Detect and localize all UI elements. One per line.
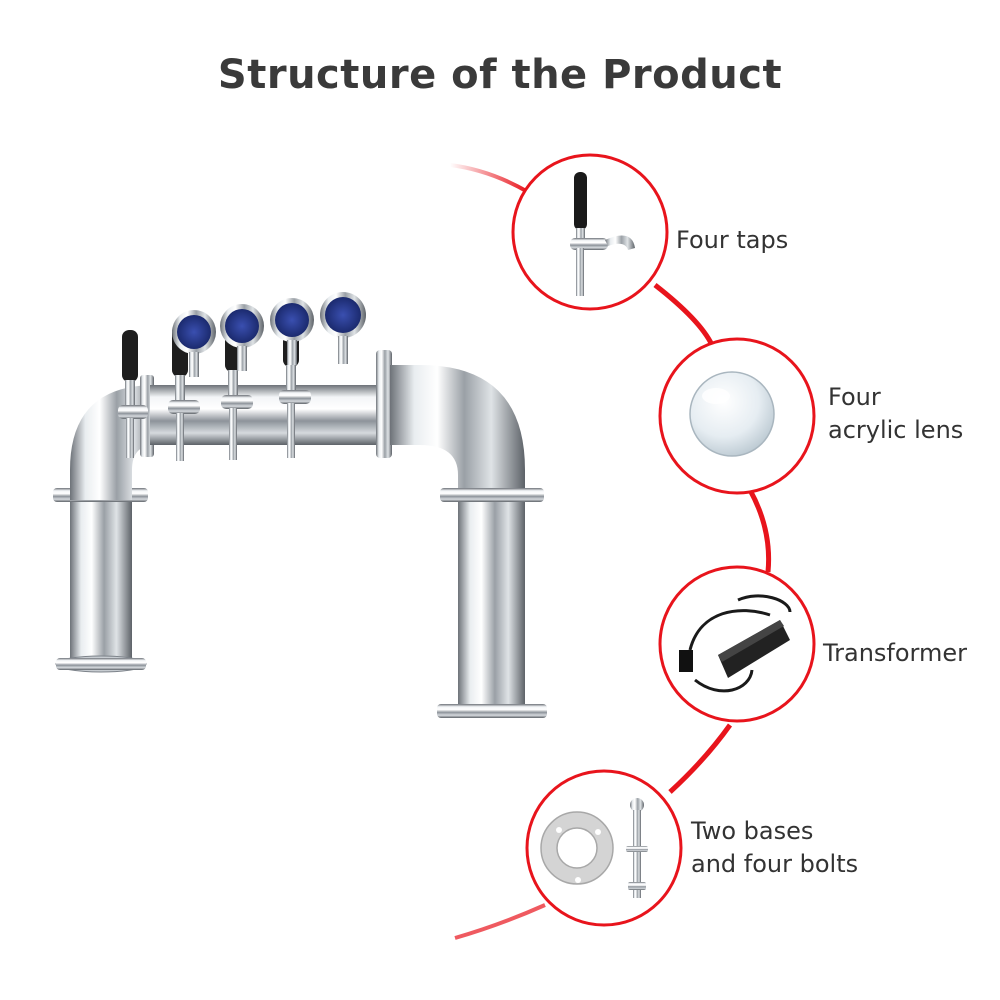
- component-circle-lens: [658, 337, 816, 495]
- component-circle-bases: [525, 769, 683, 927]
- transformer-icon: [679, 594, 792, 693]
- label-transformer: Transformer: [823, 639, 968, 667]
- beer-tower-image: [53, 292, 547, 718]
- component-circle-transformer: [658, 565, 816, 723]
- acrylic-lens-icon: [689, 371, 775, 457]
- beer-tap-icon: [570, 172, 635, 296]
- label-lens: Four acrylic lens: [828, 383, 964, 444]
- page-title: Structure of the Product: [217, 52, 783, 98]
- label-bases: Two bases and four bolts: [691, 817, 859, 878]
- component-circle-taps: [511, 153, 669, 311]
- connector-curve: [449, 163, 772, 940]
- base-and-bolt-icon: [540, 798, 648, 898]
- label-taps: Four taps: [676, 226, 789, 254]
